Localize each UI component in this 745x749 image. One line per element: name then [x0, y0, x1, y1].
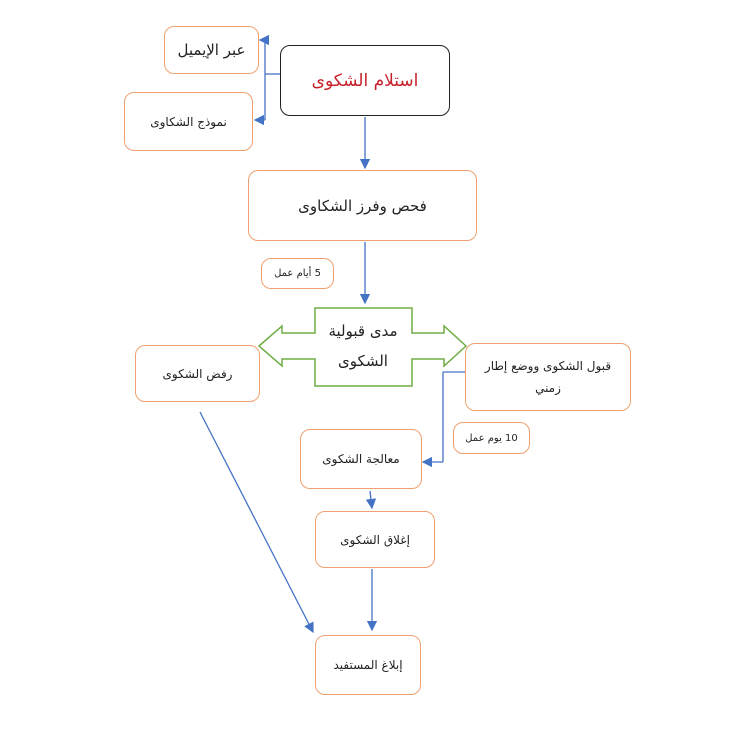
complaint-form-box: نموذج الشكاوى [124, 92, 253, 151]
arrow-process-to-close [365, 490, 377, 510]
reject-complaint-label: رفض الشكوى [162, 366, 233, 381]
arrow-reject-to-notify [199, 411, 314, 634]
days5-box: 5 أيام عمل [261, 258, 334, 289]
review-complaints-label: فحص وفرز الشكاوى [298, 196, 427, 215]
accept-complaint-box: قبول الشكوى ووضع إطار زمني [465, 343, 631, 411]
acceptability-label: مدى قبولية الشكوى [328, 322, 398, 370]
days10-label: 10 يوم عمل [465, 432, 518, 444]
notify-beneficiary-label: إبلاغ المستفيد [333, 658, 403, 672]
close-complaint-label: إغلاق الشكوى [340, 532, 410, 547]
complaint-form-label: نموذج الشكاوى [150, 114, 227, 129]
process-complaint-label: معالجة الشكوى [322, 452, 400, 466]
days10-box: 10 يوم عمل [453, 422, 530, 454]
receive-complaint-box: استلام الشكوى [280, 45, 450, 116]
accept-complaint-label: قبول الشكوى ووضع إطار زمني [484, 359, 612, 395]
notify-beneficiary-box: إبلاغ المستفيد [315, 635, 421, 695]
close-complaint-box: إغلاق الشكوى [315, 511, 435, 568]
review-complaints-box: فحص وفرز الشكاوى [248, 170, 477, 241]
email-label: عبر الإيميل [177, 41, 246, 59]
process-complaint-box: معالجة الشكوى [300, 429, 422, 489]
reject-complaint-box: رفض الشكوى [135, 345, 260, 402]
email-box: عبر الإيميل [164, 26, 259, 74]
receive-complaint-label: استلام الشكوى [311, 70, 419, 91]
days5-label: 5 أيام عمل [274, 268, 321, 279]
